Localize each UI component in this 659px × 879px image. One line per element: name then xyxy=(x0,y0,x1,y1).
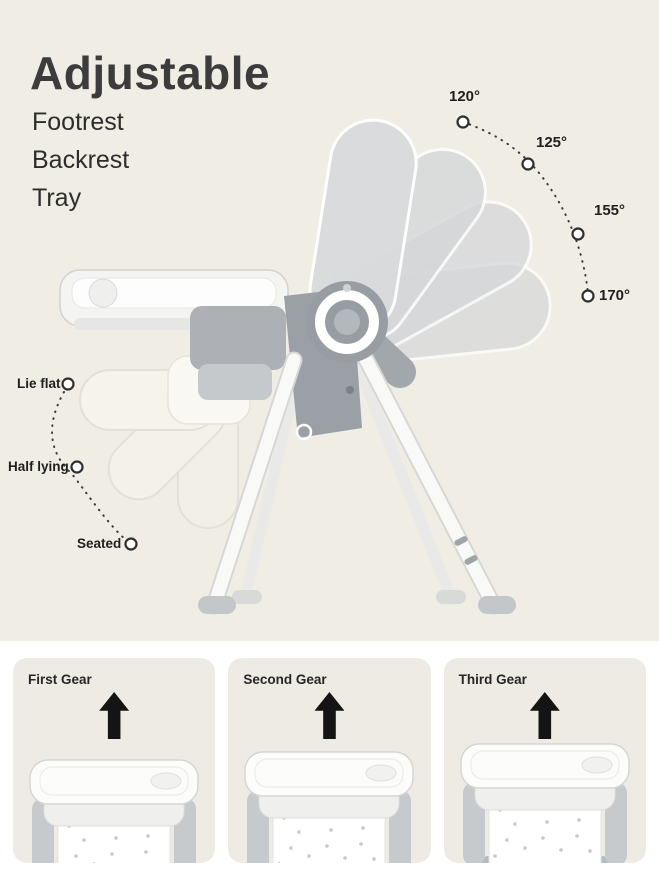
position-label-lie-flat: Lie flat xyxy=(17,376,61,391)
gear-card-first: First Gear xyxy=(13,658,216,863)
legs xyxy=(198,335,516,615)
gear-card-third-label: Third Gear xyxy=(458,672,527,687)
hero-section: Adjustable Footrest Backrest Tray 120° 1… xyxy=(0,0,659,641)
feature-list: Footrest Backrest Tray xyxy=(32,103,129,217)
far-legs xyxy=(232,344,466,606)
highchair-front-thumbnail xyxy=(455,736,635,863)
feature-backrest: Backrest xyxy=(32,146,130,174)
angle-marker-170 xyxy=(581,289,595,303)
page-title: Adjustable xyxy=(30,47,271,99)
gear-card-second: Second Gear xyxy=(228,658,431,863)
angle-marker-120 xyxy=(456,115,470,129)
gear-card-third: Third Gear xyxy=(443,658,646,863)
angle-label-170: 170° xyxy=(599,287,631,304)
feature-footrest: Footrest xyxy=(32,108,124,136)
recline-angle-arc xyxy=(456,115,595,303)
position-label-seated: Seated xyxy=(77,536,122,551)
angle-label-120: 120° xyxy=(449,88,481,105)
position-marker-lie-flat xyxy=(61,377,75,391)
seat-position-curve xyxy=(51,377,138,551)
highchair-front-thumbnail xyxy=(24,736,204,863)
feature-tray: Tray xyxy=(32,184,82,212)
rear-foot xyxy=(478,596,516,614)
ghost-seat-positions xyxy=(79,355,251,529)
gear-card-second-label: Second Gear xyxy=(243,672,327,687)
up-arrow-icon xyxy=(529,692,560,739)
position-marker-half-lying xyxy=(70,460,84,474)
recline-hinge xyxy=(306,281,388,363)
cup-holder xyxy=(88,278,118,308)
highchair-front-thumbnail xyxy=(239,736,419,863)
highchair-illustration xyxy=(51,115,595,615)
up-arrow-icon xyxy=(99,692,130,739)
gear-card-first-label: First Gear xyxy=(28,672,92,687)
position-label-half-lying: Half lying xyxy=(8,459,69,474)
angle-label-125: 125° xyxy=(536,134,568,151)
angle-label-155: 155° xyxy=(594,202,626,219)
angle-marker-125 xyxy=(521,157,535,171)
gear-cards-section: First Gear Second Gear Third Gear xyxy=(0,642,659,879)
angle-marker-155 xyxy=(571,227,585,241)
front-foot xyxy=(198,596,236,614)
position-marker-seated xyxy=(124,537,138,551)
up-arrow-icon xyxy=(314,692,345,739)
